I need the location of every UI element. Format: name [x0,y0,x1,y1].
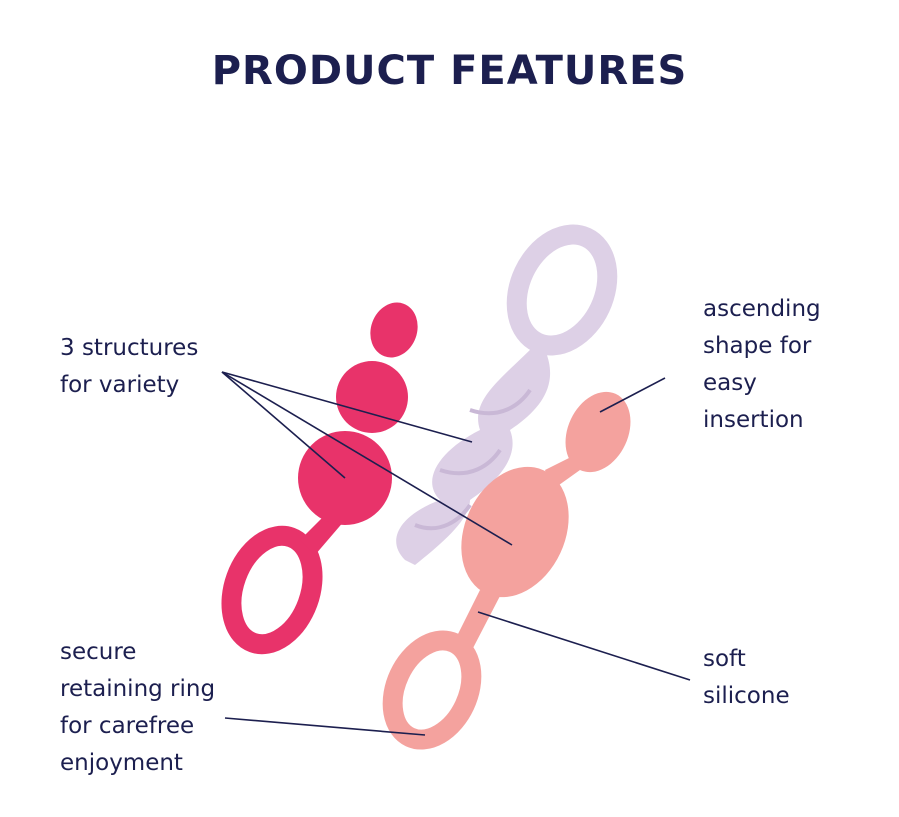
page-title: PRODUCT FEATURES [211,48,688,94]
leader-lines [221,371,691,736]
coral-plug [382,391,631,750]
feature-soft-silicone: soft silicone [703,646,790,709]
lavender-spiral-plug [396,224,618,565]
feature-retaining-ring: secure retaining ring for carefree enjoy… [60,639,216,776]
feature-structures: 3 structures for variety [60,335,199,398]
pink-beads-plug [221,302,418,655]
feature-ascending-shape: ascending shape for easy insertion [703,296,821,433]
